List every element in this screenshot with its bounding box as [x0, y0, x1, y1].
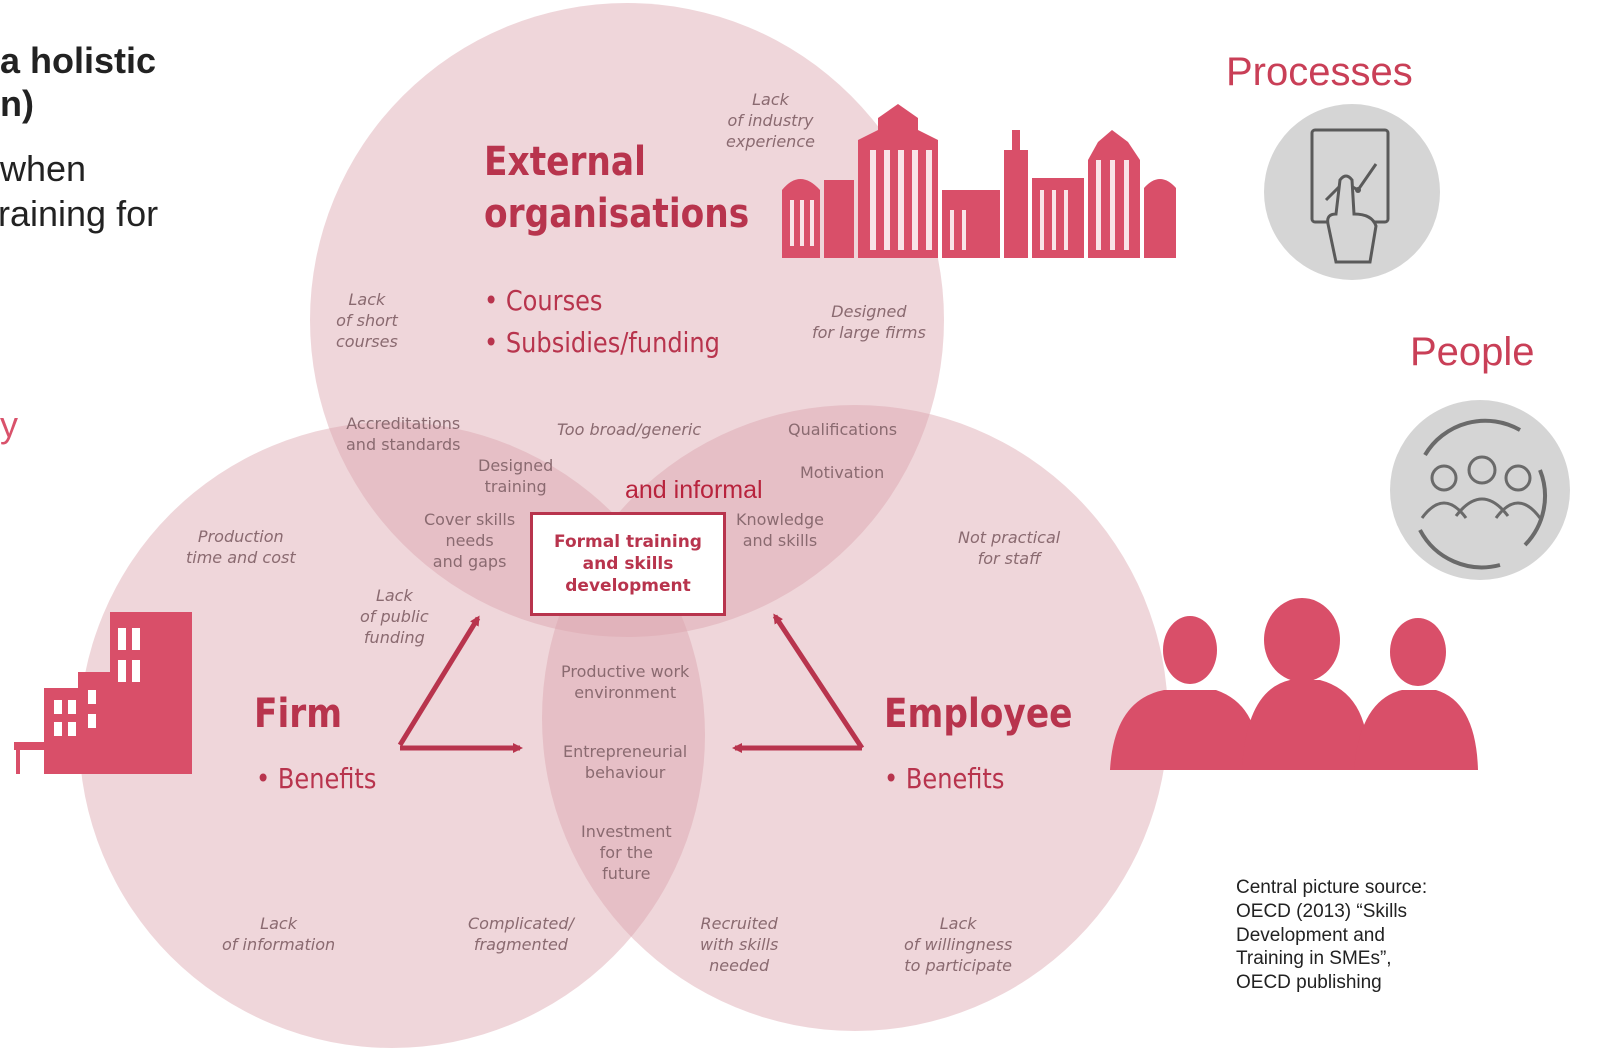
note-production-time: Production time and cost — [186, 527, 296, 567]
city-windows — [790, 150, 1129, 250]
firm-title: Firm — [254, 691, 343, 737]
note-complicated: Complicated/ fragmented — [468, 914, 574, 954]
left-text-line2: n) — [0, 83, 34, 124]
external-bullet-funding: • Subsidies/funding — [484, 326, 720, 359]
external-title-line1: External — [484, 139, 646, 185]
circle-external — [310, 3, 944, 637]
note-lack-willingness: Lack of willingness to participate — [904, 914, 1013, 975]
center-box-text: Formal training and skills development — [554, 531, 702, 597]
note-lack-information: Lack of information — [222, 914, 336, 954]
note-designed-large-firms: Designed for large firms — [812, 302, 926, 342]
note-lack-short-courses: Lack of short courses — [336, 290, 398, 351]
note-too-broad: Too broad/generic — [557, 420, 702, 439]
source-caption: Central picture source: OECD (2013) “Ski… — [1236, 877, 1428, 993]
overlap-designed-training: Designed training — [478, 456, 554, 496]
overlap-productive: Productive work environment — [561, 662, 690, 702]
overlap-knowledge: Knowledge and skills — [736, 510, 824, 550]
overlap-accreditations: Accreditations and standards — [346, 414, 461, 454]
overlap-cover-skills: Cover skills needs and gaps — [424, 510, 516, 571]
overlap-entrepreneurial: Entrepreneurial behaviour — [563, 742, 688, 782]
overlap-investment: Investment for the future — [581, 822, 672, 883]
left-text-line4: training for — [0, 193, 159, 234]
overlap-motivation: Motivation — [800, 463, 885, 482]
left-text-line1: a holistic — [0, 40, 157, 81]
people-cycle-icon — [1390, 400, 1570, 580]
external-bullet-courses: • Courses — [484, 284, 603, 317]
building-windows — [54, 628, 140, 736]
note-not-practical: Not practical for staff — [958, 528, 1061, 568]
touch-chart-icon — [1264, 104, 1440, 280]
center-box: Formal training and skills development — [530, 512, 726, 616]
overlap-qualifications: Qualifications — [788, 420, 898, 439]
overlay-text: and informal — [625, 476, 763, 504]
left-text-line3: when — [0, 148, 87, 189]
note-lack-industry: Lack of industry experience — [726, 90, 815, 151]
arrow-firm-to-center — [397, 615, 481, 747]
firm-bullet-benefits: • Benefits — [256, 762, 377, 795]
employee-title: Employee — [884, 691, 1073, 737]
employee-bullet-benefits: • Benefits — [884, 762, 1005, 795]
heading-processes: Processes — [1226, 50, 1413, 94]
note-recruited: Recruited with skills needed — [700, 914, 779, 975]
arrow-employee-to-center — [772, 613, 865, 750]
note-lack-public-funding: Lack of public funding — [360, 586, 429, 647]
external-title-line2: organisations — [484, 191, 750, 237]
people-silhouettes-icon — [1110, 598, 1478, 770]
heading-people: People — [1410, 330, 1535, 374]
left-text-accent: y — [0, 404, 18, 445]
